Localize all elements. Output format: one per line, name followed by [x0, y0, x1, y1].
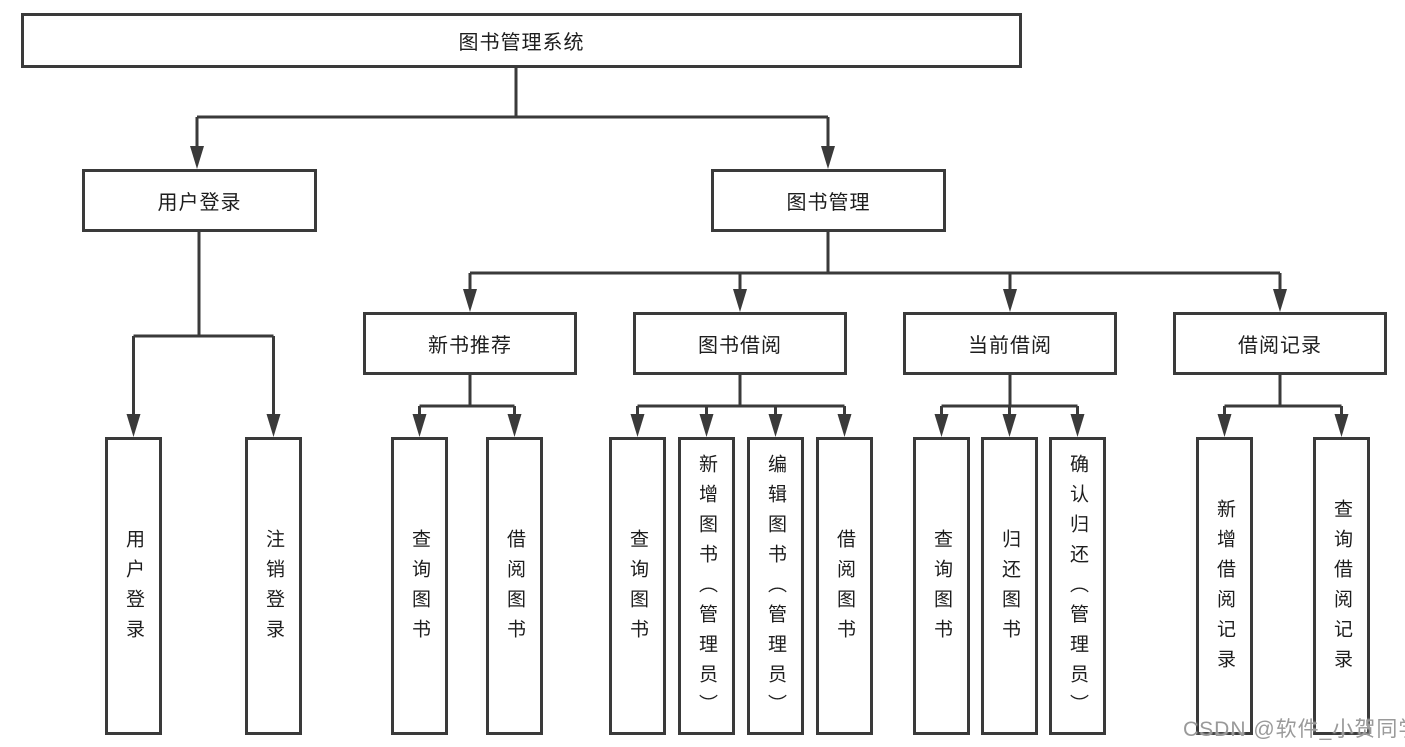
edge-book-management-split [468, 232, 1282, 290]
leaf-borrow-books-recommend: 借阅图书 [486, 437, 543, 735]
edge-borrowing-records-split [1223, 375, 1343, 415]
arrowheads [126, 146, 1349, 437]
leaf-return-books: 归还图书 [981, 437, 1038, 735]
leaf-add-books-admin: 新增图书（管理员） [678, 437, 735, 735]
edge-user-login-split [132, 232, 275, 415]
leaf-user-login: 用户登录 [105, 437, 162, 735]
node-new-book-recommend: 新书推荐 [363, 312, 577, 375]
edge-current-borrowing-split [940, 375, 1079, 415]
leaf-query-books-recommend: 查询图书 [391, 437, 448, 735]
leaf-edit-books-admin: 编辑图书（管理员） [747, 437, 804, 735]
node-current-borrowing: 当前借阅 [903, 312, 1117, 375]
leaf-add-borrow-record: 新增借阅记录 [1196, 437, 1253, 735]
leaf-query-books-borrowing: 查询图书 [609, 437, 666, 735]
edge-book-borrowing-split [636, 375, 846, 415]
leaf-logout: 注销登录 [245, 437, 302, 735]
leaf-borrow-books: 借阅图书 [816, 437, 873, 735]
csdn-watermark: CSDN @软件_小贺同学 [1183, 718, 1405, 741]
node-book-management: 图书管理 [711, 169, 946, 232]
node-user-login: 用户登录 [82, 169, 317, 232]
leaf-confirm-return-admin: 确认归还（管理员） [1049, 437, 1106, 735]
leaf-query-books-current: 查询图书 [913, 437, 970, 735]
node-borrowing-records: 借阅记录 [1173, 312, 1387, 375]
leaf-query-borrow-record: 查询借阅记录 [1313, 437, 1370, 735]
edge-new-book-split [418, 375, 516, 415]
node-library-management-system: 图书管理系统 [21, 13, 1022, 68]
edge-root-split [195, 68, 830, 147]
node-book-borrowing: 图书借阅 [633, 312, 847, 375]
